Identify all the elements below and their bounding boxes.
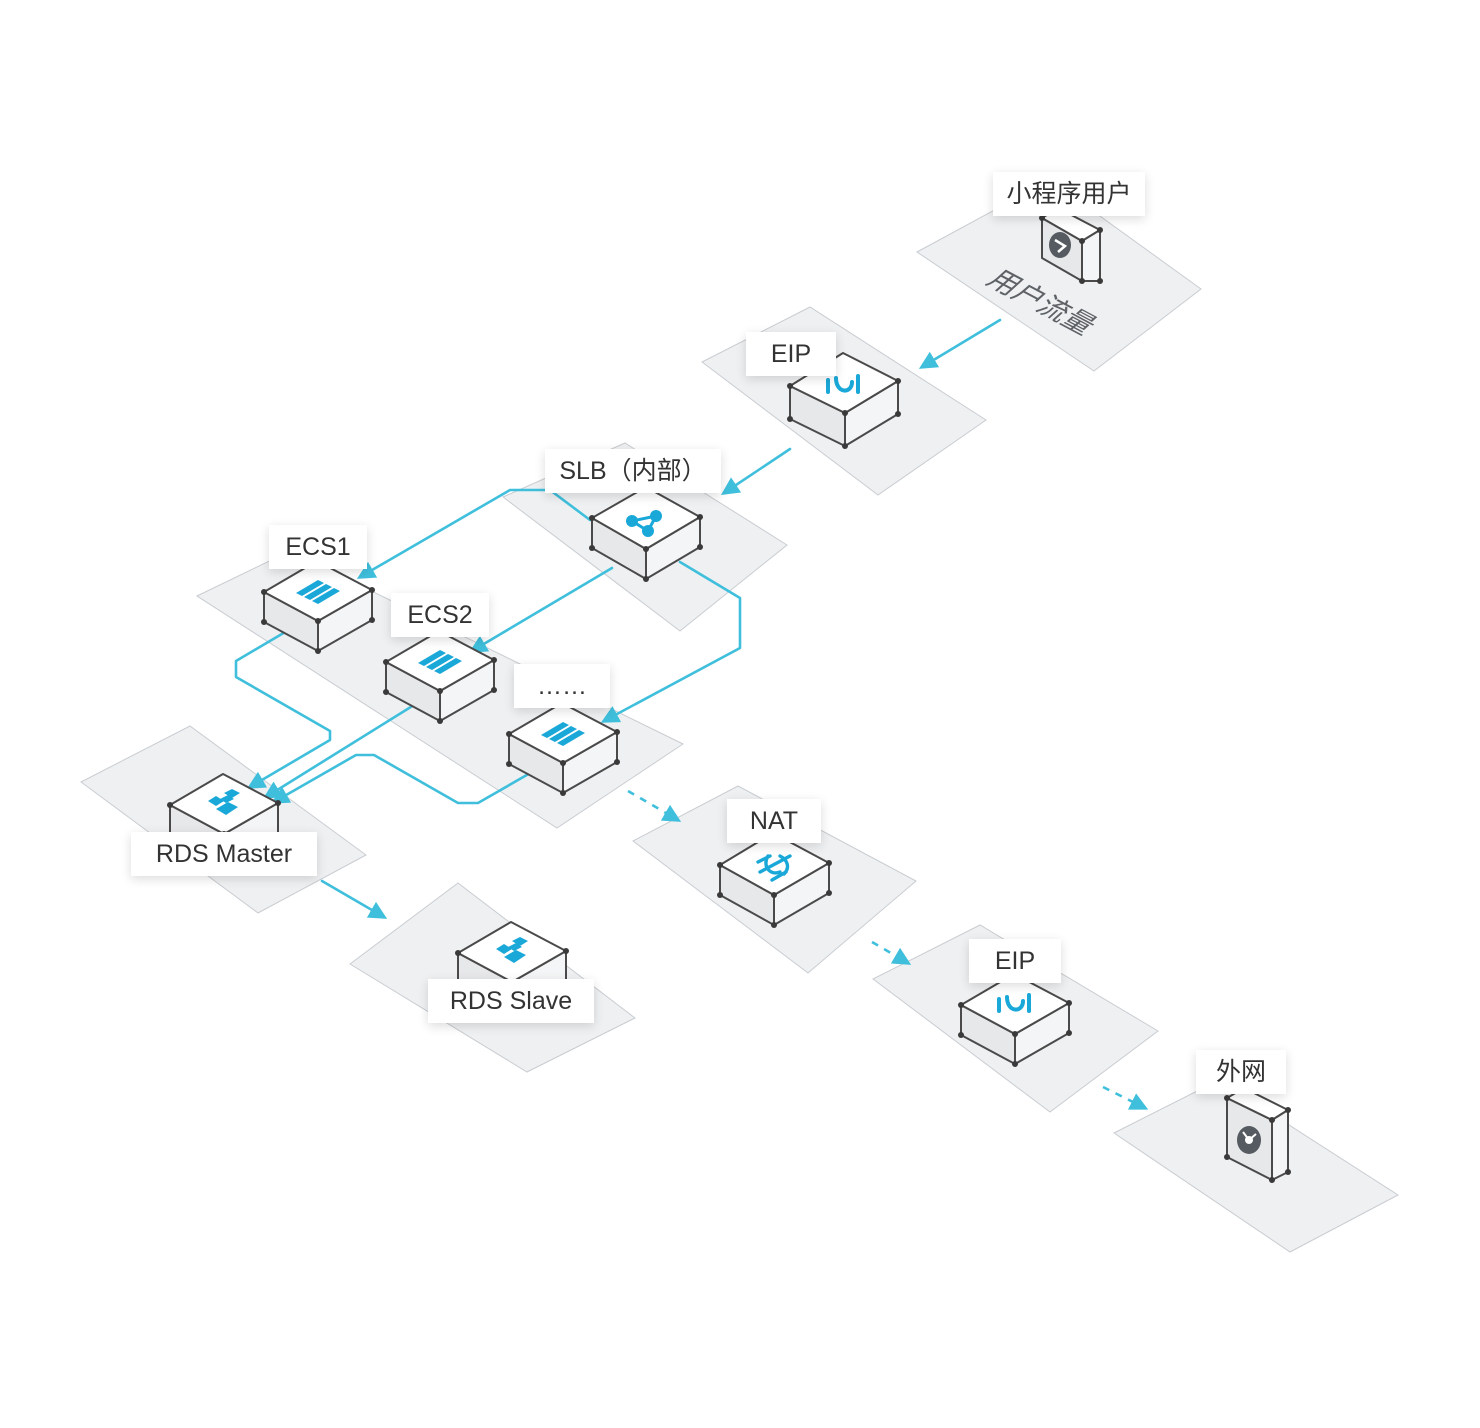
label-ecs2: ECS2	[391, 593, 489, 637]
edge-ecs1-rds	[234, 626, 332, 789]
ecs-more-box	[506, 702, 620, 796]
internet-icon	[1237, 1126, 1261, 1154]
label-rds-slave: RDS Slave	[428, 979, 594, 1023]
label-eip-in: EIP	[746, 332, 836, 376]
edge-ecs-nat	[627, 789, 682, 822]
label-rds-master: RDS Master	[131, 832, 317, 876]
eip-icon	[826, 374, 860, 394]
label-slb: SLB（内部）	[545, 449, 721, 493]
edge-rdsmaster-slave	[320, 879, 388, 919]
mini-program-icon	[1049, 232, 1071, 258]
label-nat: NAT	[727, 799, 821, 843]
edge-ecs2-rds	[262, 703, 416, 799]
label-eip-out: EIP	[969, 939, 1061, 983]
edge-slb-ecs1	[356, 488, 592, 579]
edge-user-eip	[918, 318, 1002, 369]
server-icon	[296, 580, 340, 604]
server-icon	[541, 722, 585, 746]
ecs2-box	[383, 630, 497, 724]
database-icon	[496, 937, 528, 963]
label-ecs-more: ……	[514, 664, 610, 708]
eip-icon	[997, 993, 1031, 1013]
flows	[234, 318, 1149, 1110]
server-icon	[418, 650, 462, 674]
edge-eip-internet	[1102, 1085, 1149, 1110]
label-internet: 外网	[1196, 1050, 1286, 1094]
slb-icon	[626, 510, 662, 537]
database-icon	[208, 789, 240, 815]
ecs1-box	[261, 560, 375, 654]
edge-ecsmore-rds	[270, 753, 534, 805]
edge-eip-slb	[720, 447, 792, 496]
eip-in-box	[787, 352, 901, 449]
nat-gateway-icon	[756, 854, 792, 882]
edge-slb-ecsmore	[600, 560, 742, 723]
internet-panel	[1224, 1087, 1291, 1183]
slb-box	[589, 486, 703, 582]
edge-slb-ecs2	[468, 566, 614, 653]
label-ecs1: ECS1	[269, 525, 367, 569]
edge-nat-eip	[871, 940, 912, 965]
nat-box	[717, 832, 832, 928]
eip-out-box	[958, 973, 1072, 1067]
label-user: 小程序用户	[993, 172, 1145, 216]
user-panel	[1039, 207, 1103, 284]
